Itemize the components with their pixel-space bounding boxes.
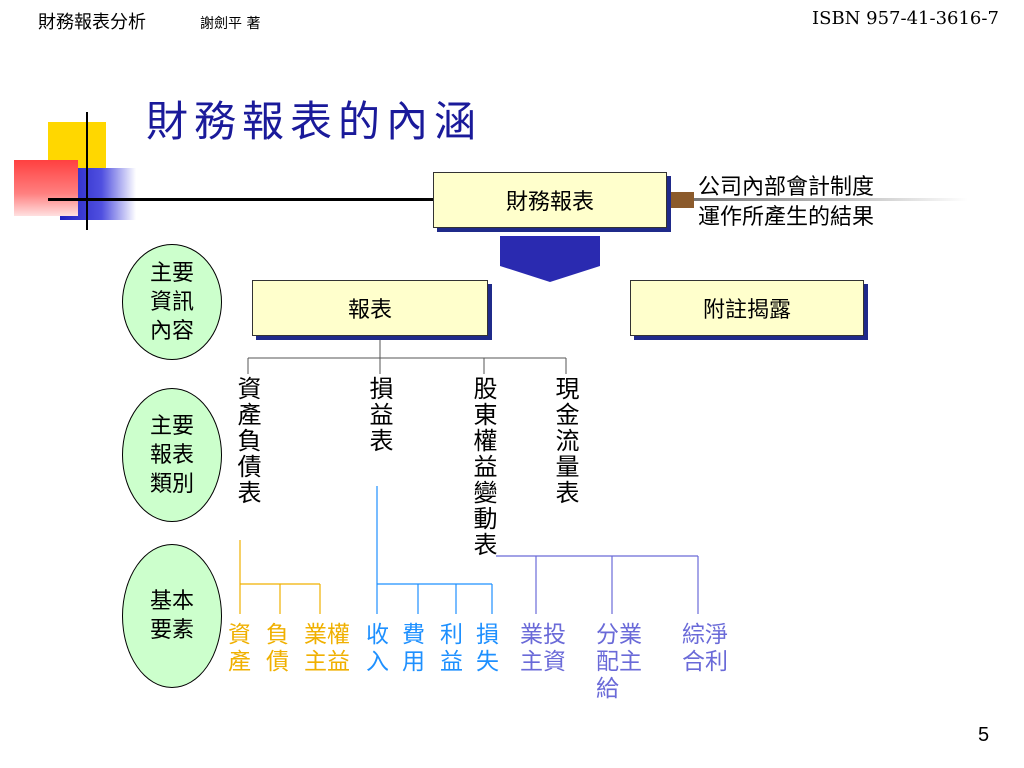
element-gains: 利 益 bbox=[440, 622, 463, 675]
oval-basic-elements: 基本 要素 bbox=[122, 544, 222, 688]
notes-disclosure-box: 附註揭露 bbox=[630, 280, 864, 336]
page-number: 5 bbox=[978, 724, 990, 746]
report-equity-statement: 股東權益變動表 bbox=[469, 376, 497, 558]
element-owners-equity: 業權 主益 bbox=[304, 622, 350, 675]
decor-vertical-line bbox=[86, 112, 88, 230]
element-comprehensive-income: 綜淨 合利 bbox=[682, 622, 728, 675]
header-author: 謝劍平 著 bbox=[200, 16, 261, 32]
note-line-1: 公司內部會計制度 bbox=[698, 175, 875, 200]
report-income-statement: 損益表 bbox=[365, 376, 393, 454]
element-revenue: 收 入 bbox=[366, 622, 389, 675]
oval-main-report-types: 主要 報表 類別 bbox=[122, 388, 222, 522]
reports-box: 報表 bbox=[252, 280, 488, 336]
element-owner-distribution: 分業 配主 給 bbox=[596, 622, 642, 702]
report-balance-sheet: 資產負債表 bbox=[233, 376, 261, 506]
down-chevron bbox=[500, 236, 600, 282]
element-liabilities: 負 債 bbox=[266, 622, 289, 675]
element-losses: 損 失 bbox=[476, 622, 499, 675]
element-expenses: 費 用 bbox=[402, 622, 425, 675]
note-line-2: 運作所產生的結果 bbox=[698, 205, 875, 230]
oval-main-info: 主要 資訊 內容 bbox=[122, 244, 222, 360]
financial-statements-box: 財務報表 bbox=[433, 172, 667, 228]
header-book-title: 財務報表分析 bbox=[38, 12, 146, 33]
element-owner-investment: 業投 主資 bbox=[520, 622, 566, 675]
element-assets: 資 產 bbox=[228, 622, 251, 675]
decor-red-square bbox=[14, 160, 78, 216]
header-isbn: ISBN 957-41-3616-7 bbox=[812, 8, 999, 29]
slide-title: 財務報表的內涵 bbox=[146, 97, 483, 146]
report-cash-flow: 現金流量表 bbox=[551, 376, 579, 506]
